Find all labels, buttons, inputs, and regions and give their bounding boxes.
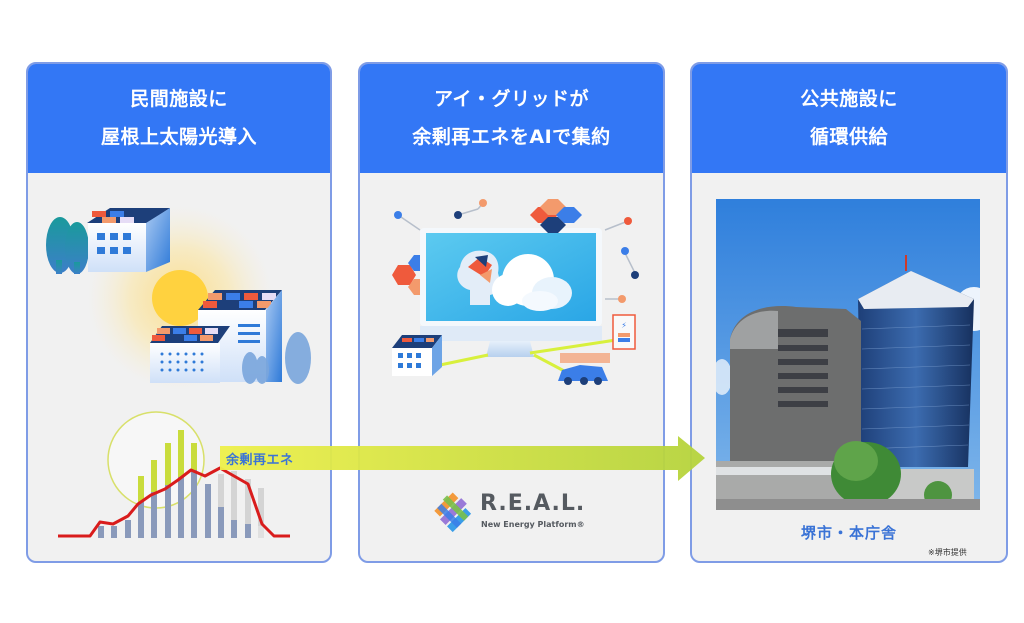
chart-bars [98,430,264,538]
panel-title-line-1: 公共施設に [800,87,898,110]
panel-title-line-1: 民間施設に [130,87,228,110]
building-icon [392,335,442,376]
panel-title-line-2: 循環供給 [809,125,888,148]
demand-line [58,466,290,538]
panel-title-line-2: 余剰再エネをAIで集約 [412,125,611,148]
panel-header: アイ・グリッドが 余剰再エネをAIで集約 [360,64,663,173]
panel-header: 公共施設に 循環供給 [692,64,1006,173]
real-logo-subtitle: New Energy Platform® [481,520,585,529]
ai-computer-illustration: ⚡ [392,199,639,385]
panel-title-line-2: 屋根上太陽光導入 [100,125,257,148]
panel-header: 民間施設に 屋根上太陽光導入 [28,64,330,173]
tree-icon [46,217,89,274]
real-logo-mark-icon [434,492,472,533]
building-icon [87,208,170,272]
battery-icon: ⚡ [612,314,636,350]
tree-icon [242,332,311,384]
real-logo-title: R.E.A.L. [480,491,586,516]
surplus-energy-arrow [220,436,705,481]
surplus-energy-label: 余剰再エネ [226,453,294,468]
svg-text:⚡: ⚡ [621,321,627,330]
city-hall-photo [716,199,980,510]
hexagon-cluster-icon [530,199,582,233]
photo-credit: ※堺市提供 [928,548,967,557]
hexagon-cluster-icon [392,255,420,295]
photo-caption: 堺市・本庁舎 [800,524,897,542]
rooftop-solar-illustration [46,206,311,390]
building-icon [150,326,230,383]
panel-title-line-1: アイ・グリッドが [433,87,590,110]
solar-surplus-chart [58,411,290,538]
ev-car-icon [558,353,610,385]
